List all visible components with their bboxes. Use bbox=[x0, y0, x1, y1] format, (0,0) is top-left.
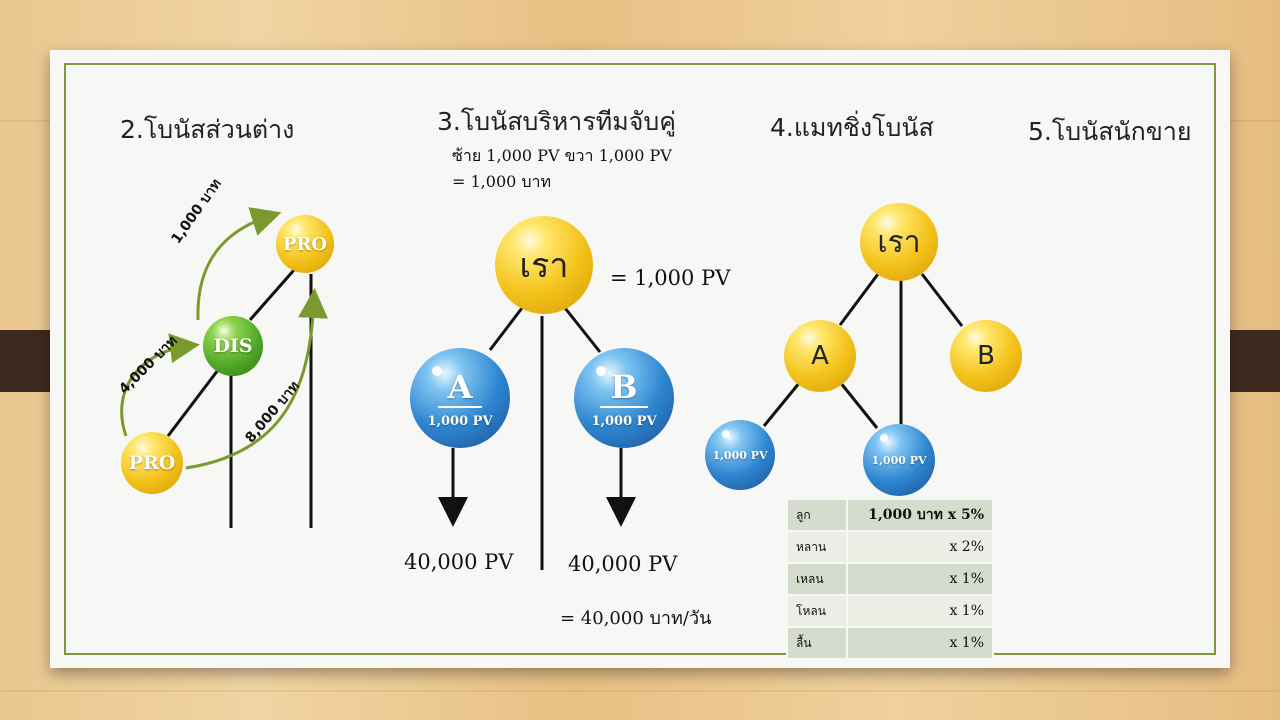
matching-root-ball: เรา bbox=[860, 203, 938, 281]
dis-ball: DIS bbox=[203, 316, 263, 376]
pro-top-ball: PRO bbox=[276, 215, 334, 273]
matching-child1-ball: 1,000 PV bbox=[705, 420, 775, 490]
heading-differential-bonus: 2.โบนัสส่วนต่าง bbox=[120, 115, 295, 144]
slide-frame bbox=[64, 63, 1216, 655]
right-leg-pv: 1,000 PV bbox=[591, 413, 657, 429]
left-leg-ball: A 1,000 PV bbox=[410, 348, 510, 448]
pro-bottom-label: PRO bbox=[128, 452, 176, 474]
table-cell-level: หลาน bbox=[786, 530, 848, 564]
matching-a-ball: A bbox=[784, 320, 856, 392]
table-row: โหลน x 1% bbox=[786, 594, 994, 628]
arrow-4000 bbox=[120, 333, 200, 437]
matching-b-label: B bbox=[977, 341, 995, 371]
table-cell-level: ลูก bbox=[786, 498, 848, 532]
right-leg-ball: B 1,000 PV bbox=[574, 348, 674, 448]
matching-child2-pv: 1,000 PV bbox=[871, 453, 927, 467]
table-cell-level: ลื้น bbox=[786, 626, 848, 660]
heading-matching-bonus: 4.แมทชิ่งโบนัส bbox=[770, 113, 934, 142]
table-cell-rate: x 1% bbox=[846, 594, 994, 628]
table-cell-rate: x 1% bbox=[846, 562, 994, 596]
root-pv: = 1,000 PV bbox=[610, 266, 731, 290]
pro-top-label: PRO bbox=[282, 233, 328, 255]
matching-a-label: A bbox=[811, 341, 829, 371]
left-leg-letter: A bbox=[437, 368, 483, 408]
matching-child1-pv: 1,000 PV bbox=[712, 448, 768, 462]
heading-team-matching-bonus: 3.โบนัสบริหารทีมจับคู่ bbox=[437, 107, 676, 136]
left-leg-pv: 1,000 PV bbox=[427, 413, 493, 429]
link-dis-pro bbox=[248, 269, 296, 321]
table-row: หลาน x 2% bbox=[786, 530, 994, 564]
table-row: ลูก 1,000 บาท x 5% bbox=[786, 498, 994, 532]
table-cell-level: โหลน bbox=[786, 594, 848, 628]
table-cell-level: เหลน bbox=[786, 562, 848, 596]
shine-highlight bbox=[880, 434, 888, 442]
table-cell-rate: x 1% bbox=[846, 626, 994, 660]
table-cell-rate: 1,000 บาท x 5% bbox=[846, 498, 994, 532]
root-label: เรา bbox=[519, 246, 569, 286]
matching-child2-ball: 1,000 PV bbox=[863, 424, 935, 496]
table-cell-rate: x 2% bbox=[846, 530, 994, 564]
matching-rate-table: ลูก 1,000 บาท x 5% หลาน x 2% เหลน x 1% โ… bbox=[786, 498, 994, 660]
shine-highlight bbox=[722, 430, 730, 438]
table-row: ลื้น x 1% bbox=[786, 626, 994, 660]
daily-bonus: = 40,000 บาท/วัน bbox=[560, 608, 712, 629]
matching-b-ball: B bbox=[950, 320, 1022, 392]
left-total-pv: 40,000 PV bbox=[404, 550, 514, 574]
dis-label: DIS bbox=[213, 335, 253, 357]
matching-root-label: เรา bbox=[877, 224, 921, 260]
right-total-pv: 40,000 PV bbox=[568, 552, 678, 576]
arrow-1000 bbox=[196, 207, 282, 321]
arrow-8000 bbox=[185, 288, 329, 470]
table-row: เหลน x 1% bbox=[786, 562, 994, 596]
shine-highlight bbox=[596, 366, 606, 376]
pro-bottom-ball: PRO bbox=[121, 432, 183, 494]
pair-condition-line2: = 1,000 บาท bbox=[452, 172, 552, 191]
root-ball: เรา bbox=[495, 216, 593, 314]
heading-seller-bonus: 5.โบนัสนักขาย bbox=[1028, 117, 1192, 146]
pair-condition-line1: ซ้าย 1,000 PV ขวา 1,000 PV bbox=[452, 146, 672, 165]
right-leg-letter: B bbox=[600, 368, 648, 408]
link-pro-dis bbox=[166, 369, 220, 437]
wood-grain bbox=[0, 690, 1280, 692]
shine-highlight bbox=[432, 366, 442, 376]
